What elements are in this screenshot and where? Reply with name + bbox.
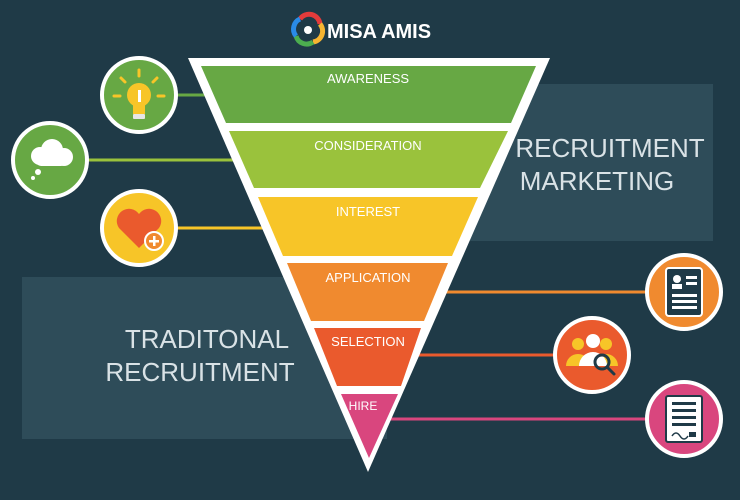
lightbulb-icon [100,56,178,134]
stage-label-selection: SELECTION [331,334,405,349]
marketing-line-1: RECRUITMENT [515,133,704,163]
thought-bubble-icon [11,121,89,199]
stage-interest [258,197,478,256]
people-search-icon [553,316,631,394]
brand-mark-icon [291,11,326,47]
funnel: AWARENESS CONSIDERATION INTEREST APPLICA… [188,58,550,472]
traditional-line-2: RECRUITMENT [105,357,294,387]
stage-label-consideration: CONSIDERATION [314,138,421,153]
contract-document-icon [645,380,723,458]
stage-selection [314,328,421,386]
stage-label-interest: INTEREST [336,204,400,219]
stage-consideration [229,131,508,188]
stage-hire [341,394,398,458]
stage-awareness [201,66,536,123]
marketing-line-2: MARKETING [520,166,675,196]
brand-name: MISA AMIS [327,21,431,43]
stage-label-application: APPLICATION [325,270,410,285]
stage-label-hire: HIRE [349,399,378,413]
heart-plus-icon [100,189,178,267]
resume-card-icon [645,253,723,331]
stage-application [287,263,448,321]
right-connectors [380,290,650,421]
traditional-line-1: TRADITONAL [125,324,289,354]
brand-logo: MISA AMIS [291,11,431,47]
stage-label-awareness: AWARENESS [327,71,409,86]
